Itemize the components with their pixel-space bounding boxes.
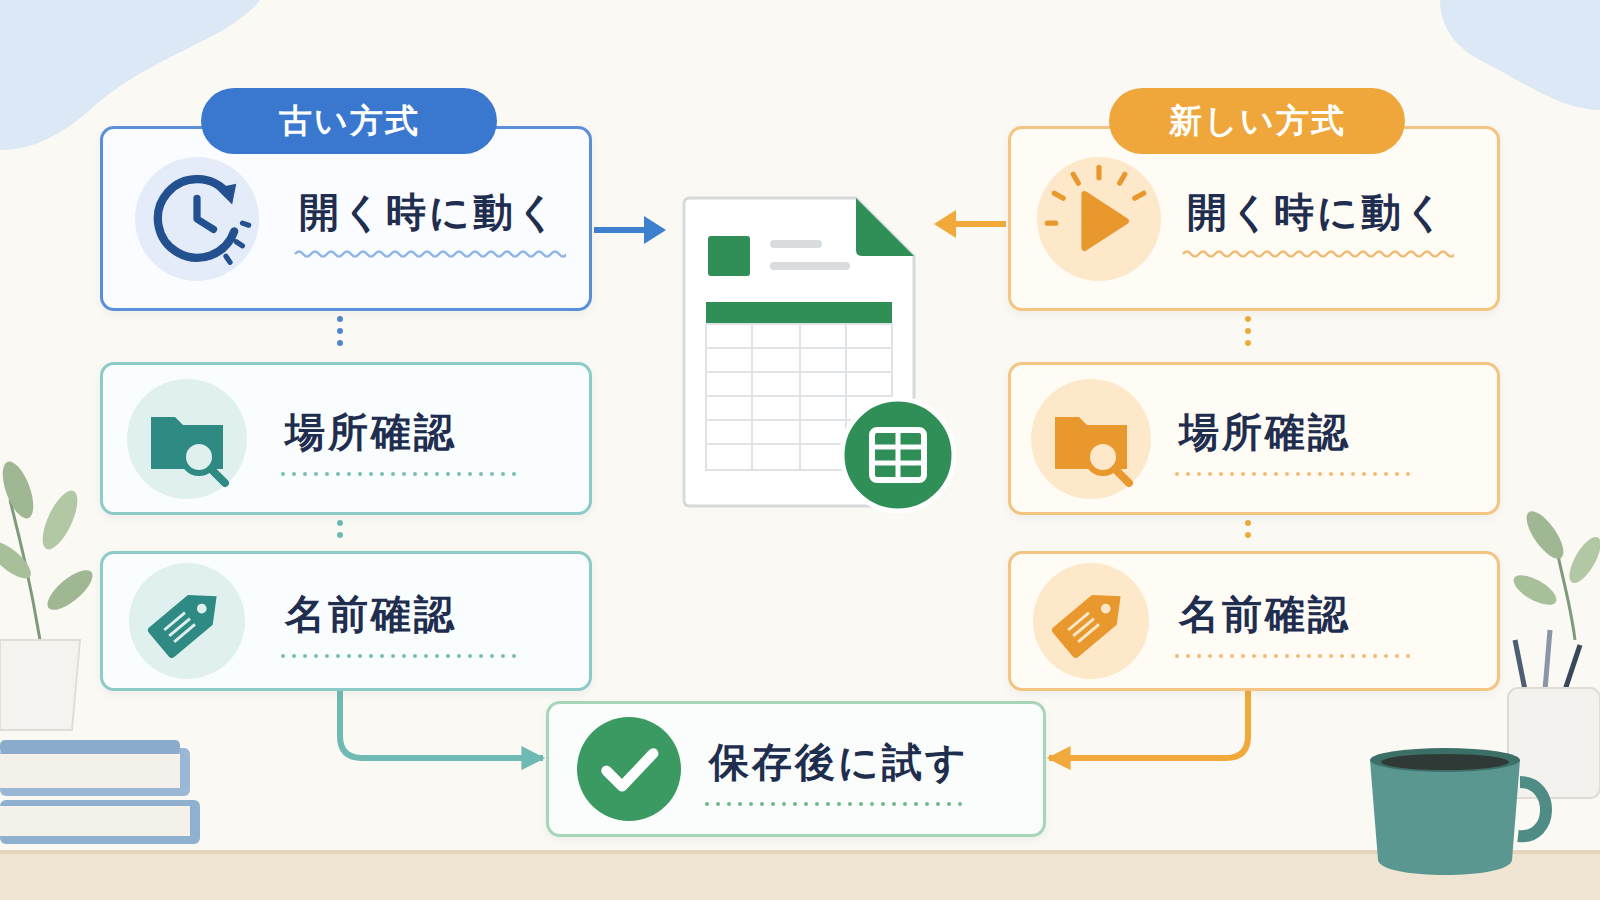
step-box: 名前確認 bbox=[100, 551, 592, 691]
method-heading: 新しい方式 bbox=[1109, 88, 1405, 154]
dotted-underline bbox=[279, 468, 521, 480]
dotted-underline bbox=[1173, 650, 1415, 662]
step-box: 場所確認 bbox=[100, 362, 592, 515]
folder-icon bbox=[127, 379, 247, 499]
dotted-connector bbox=[337, 319, 343, 354]
clock-icon bbox=[135, 157, 259, 281]
dotted-underline bbox=[703, 798, 975, 810]
dotted-connector bbox=[337, 523, 343, 543]
plant bbox=[1509, 506, 1600, 640]
dotted-underline bbox=[279, 650, 521, 662]
spreadsheet-illustration bbox=[684, 198, 954, 511]
step-label: 場所確認 bbox=[285, 408, 457, 456]
corner-blob bbox=[1440, 0, 1600, 110]
step-label: 名前確認 bbox=[1179, 590, 1351, 638]
dotted-connector bbox=[1245, 319, 1251, 354]
step-label: 開く時に動く bbox=[299, 188, 560, 236]
play-icon bbox=[1037, 157, 1161, 281]
mug bbox=[1370, 748, 1546, 875]
check-icon bbox=[577, 717, 681, 821]
pointer-arrow bbox=[594, 210, 1006, 244]
wavy-underline bbox=[1181, 248, 1454, 260]
step-label: 保存後に試す bbox=[709, 738, 969, 786]
plant bbox=[0, 458, 99, 730]
desk bbox=[0, 852, 1600, 900]
step-box: 新しい方式開く時に動く bbox=[1008, 126, 1500, 311]
step-box: 古い方式開く時に動く bbox=[100, 126, 592, 311]
tag-icon bbox=[1033, 563, 1149, 679]
pen-cup bbox=[1508, 630, 1600, 798]
result-box: 保存後に試す bbox=[546, 701, 1046, 837]
tag-icon bbox=[129, 563, 245, 679]
wavy-underline bbox=[293, 248, 566, 260]
step-label: 名前確認 bbox=[285, 590, 457, 638]
dotted-underline bbox=[1173, 468, 1415, 480]
folder-icon bbox=[1031, 379, 1151, 499]
flow-arrow bbox=[340, 691, 543, 758]
method-heading: 古い方式 bbox=[201, 88, 497, 154]
desk-edge bbox=[0, 850, 1600, 854]
step-label: 開く時に動く bbox=[1187, 188, 1448, 236]
dotted-connector bbox=[1245, 523, 1251, 543]
flow-arrow bbox=[1049, 691, 1248, 758]
step-label: 場所確認 bbox=[1179, 408, 1351, 456]
step-box: 名前確認 bbox=[1008, 551, 1500, 691]
step-box: 場所確認 bbox=[1008, 362, 1500, 515]
books bbox=[0, 740, 200, 844]
